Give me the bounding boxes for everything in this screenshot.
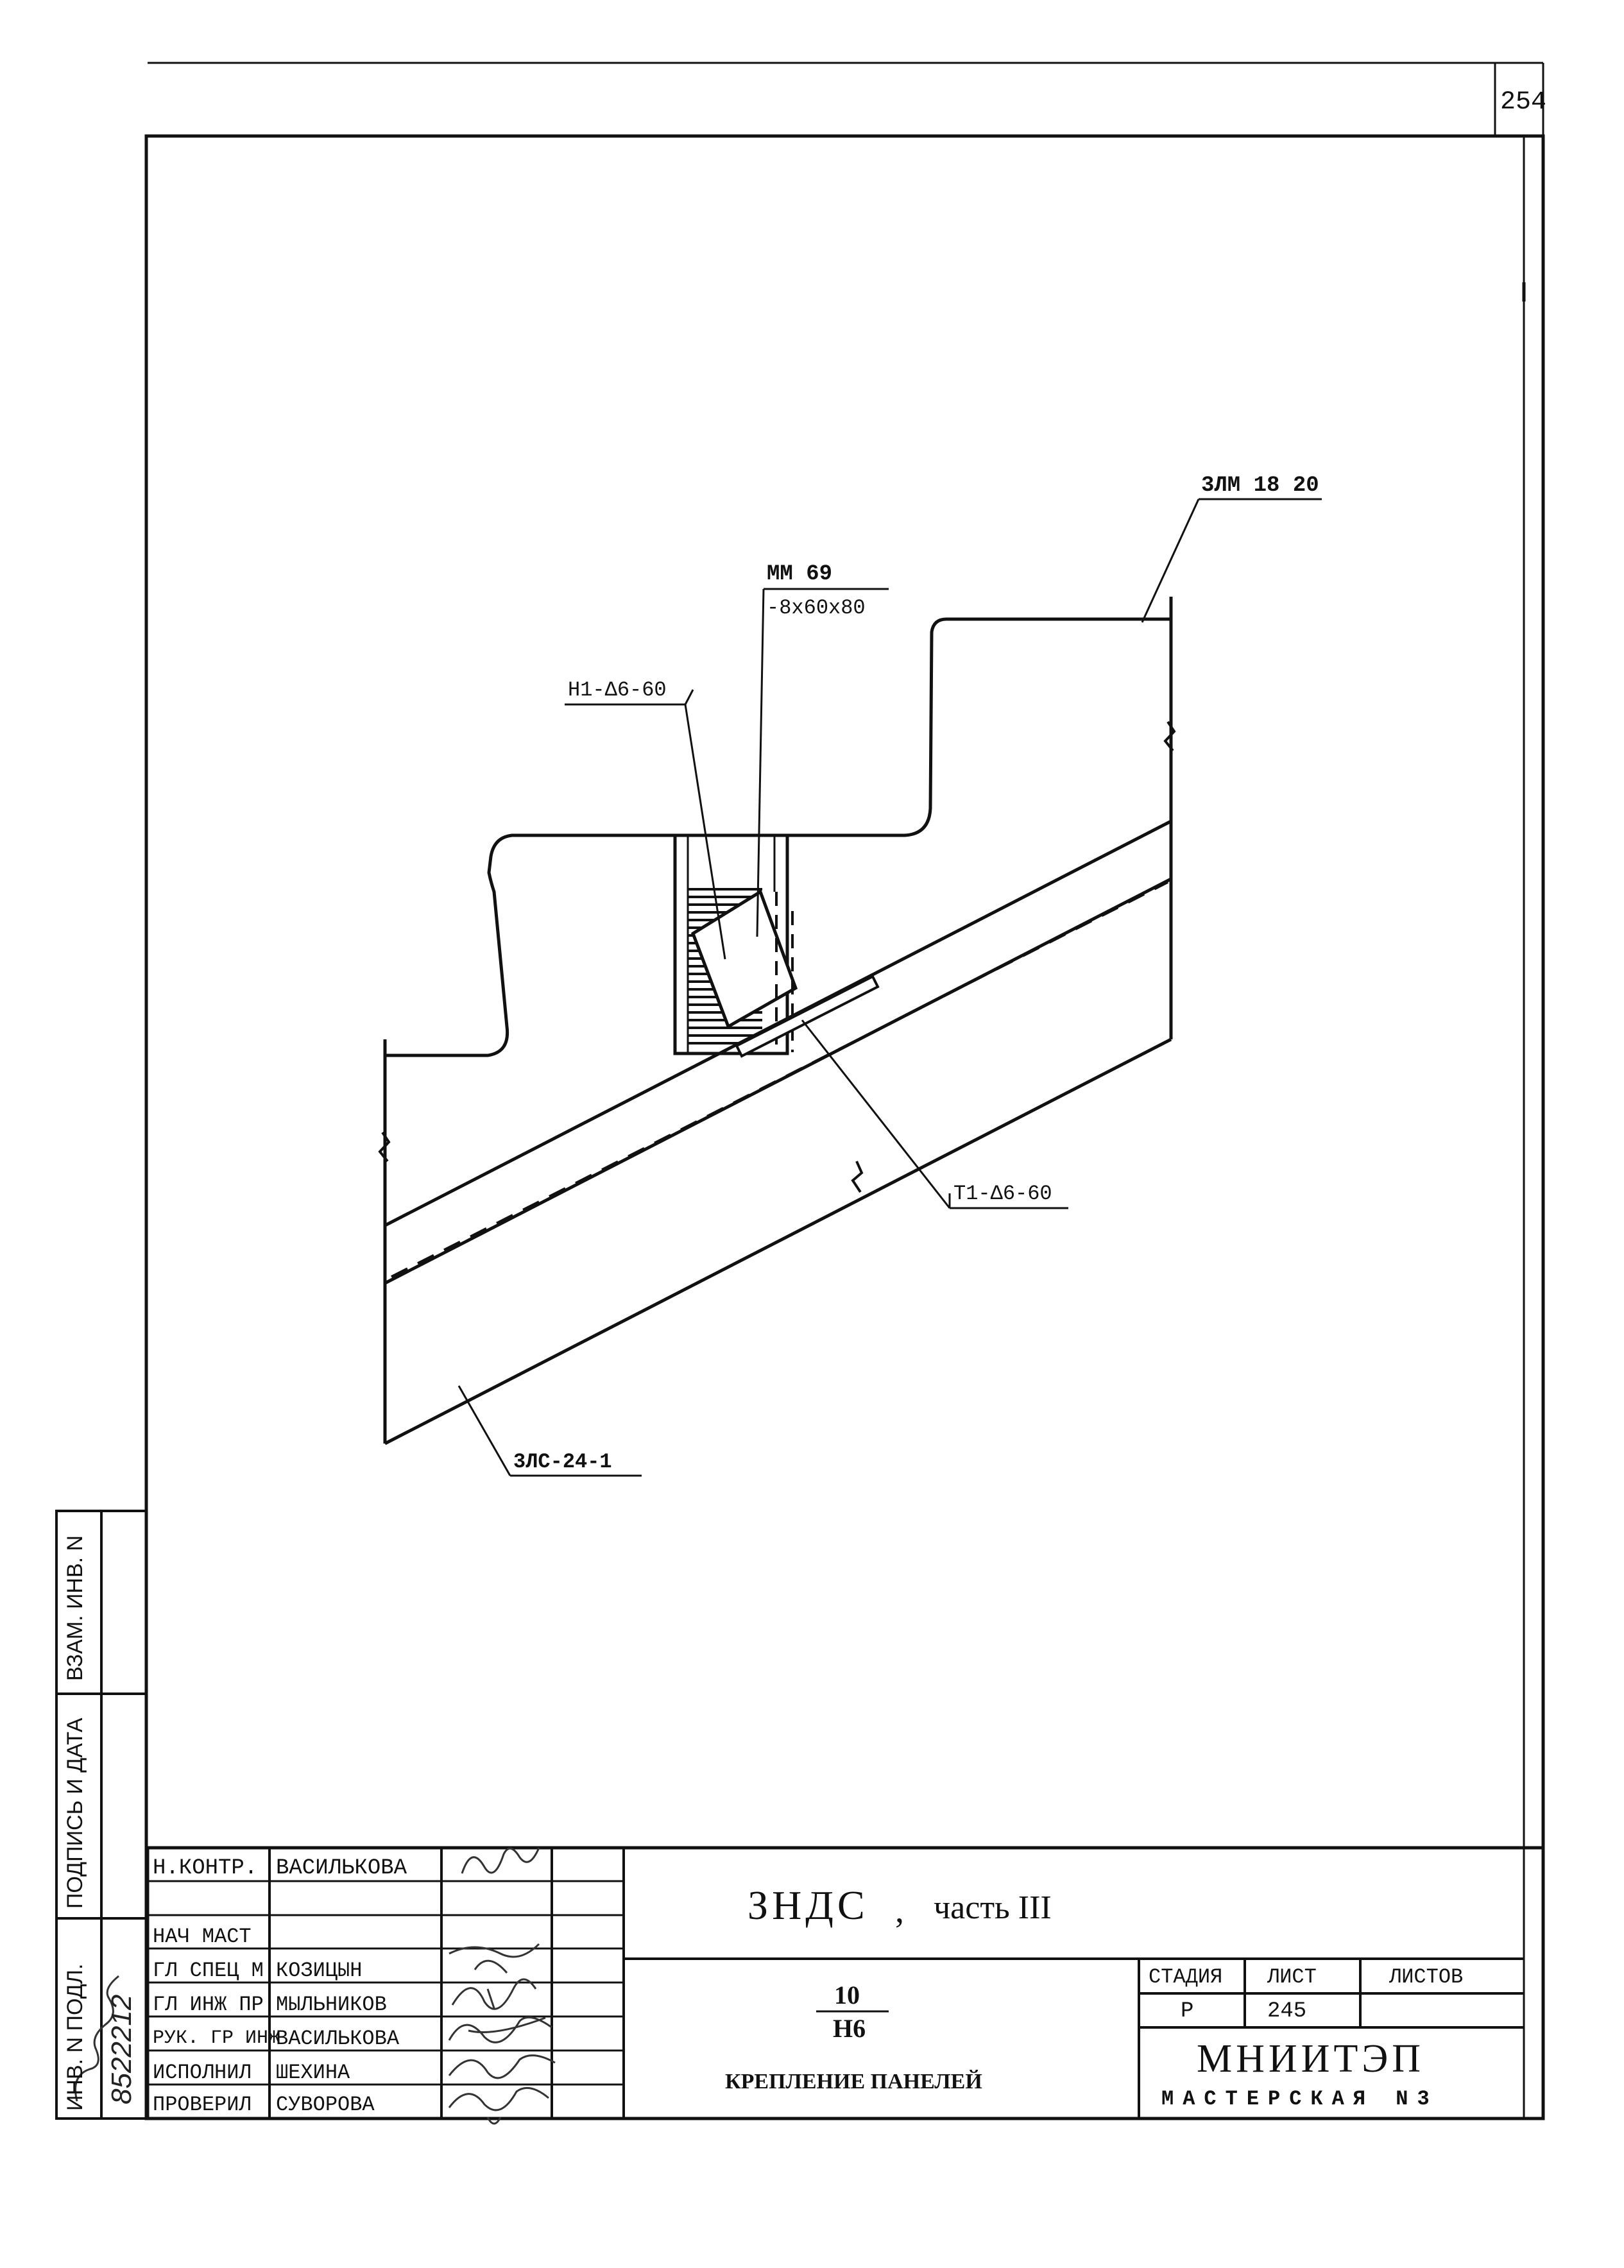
embedded-socket: [673, 833, 789, 1055]
side-label-vzam-inv: ВЗАМ. ИНВ. N: [63, 1535, 87, 1681]
name-cell: СУВОРОВА: [276, 2093, 375, 2117]
sheet-header: ЛИСТ: [1267, 1965, 1317, 1989]
organization-name: МНИИТЭП: [1197, 2037, 1425, 2081]
label-insert-part: ММ 69: [767, 562, 833, 586]
project-part: часть III: [934, 1889, 1052, 1926]
stage-header: СТАДИЯ: [1149, 1965, 1223, 1989]
role-cell: Н.КОНТР.: [153, 1856, 258, 1880]
sheet-frame: [144, 62, 1545, 2120]
stage-value: Р: [1181, 1999, 1194, 2024]
label-upper-panel: 3ЛМ 18 20: [1201, 473, 1319, 498]
project-title-comma: ,: [895, 1891, 904, 1931]
label-lower-panel: 3ЛС-24-1: [513, 1450, 612, 1474]
sheets-header: ЛИСТОВ: [1389, 1965, 1464, 1989]
label-weld-t1: Т1-Δ6-60: [953, 1182, 1052, 1206]
role-cell: НАЧ МАСТ: [153, 1925, 252, 1948]
role-cell: РУК. ГР ИНЖ: [153, 2027, 280, 2049]
break-symbols: [378, 720, 1176, 1193]
side-label-podpis-data: ПОДПИСЬ И ДАТА: [63, 1718, 87, 1909]
steel-plate: [690, 889, 798, 1029]
page-number: 254: [1500, 88, 1547, 117]
leader-lines: [457, 498, 1322, 1477]
lower-panel-hidden-line: [391, 881, 1168, 1278]
side-handwritten-inv-number: 8522212: [106, 1994, 137, 2104]
signature-scribbles: [74, 1847, 556, 2125]
side-label-inv-podl: ИНВ. N ПОДЛ.: [63, 1963, 87, 2111]
name-cell: ВАСИЛЬКОВА: [276, 2027, 400, 2051]
sheet-value: 245: [1267, 1999, 1307, 2024]
side-stamp-grid: [55, 1510, 148, 2120]
drawing-name: КРЕПЛЕНИЕ ПАНЕЛЕЙ: [725, 2070, 982, 2093]
name-cell: ВАСИЛЬКОВА: [276, 1856, 407, 1880]
name-cell: МЫЛЬНИКОВ: [276, 1993, 387, 2016]
title-block-grid: [146, 1846, 1545, 2120]
role-cell: ГЛ ИНЖ ПР: [153, 1993, 264, 2016]
role-cell: ПРОВЕРИЛ: [153, 2093, 252, 2117]
lower-panel-outline: [383, 819, 1173, 1445]
role-cell: ИСПОЛНИЛ: [153, 2061, 252, 2085]
drawing-node-number: 10: [834, 1981, 860, 2009]
name-cell: КОЗИЦЫН: [276, 1959, 363, 1982]
label-plate-size: -8х60х80: [767, 596, 866, 620]
name-cell: ШЕХИНА: [276, 2061, 350, 2085]
workshop-name: МАСТЕРСКАЯ N3: [1161, 2087, 1439, 2111]
label-weld-h1: Н1-Δ6-60: [568, 678, 667, 702]
drawing-code: Н6: [833, 2014, 866, 2043]
role-cell: ГЛ СПЕЦ М: [153, 1959, 264, 1982]
project-title: ЗНДС: [748, 1882, 869, 1928]
weld-plate: [735, 975, 880, 1058]
